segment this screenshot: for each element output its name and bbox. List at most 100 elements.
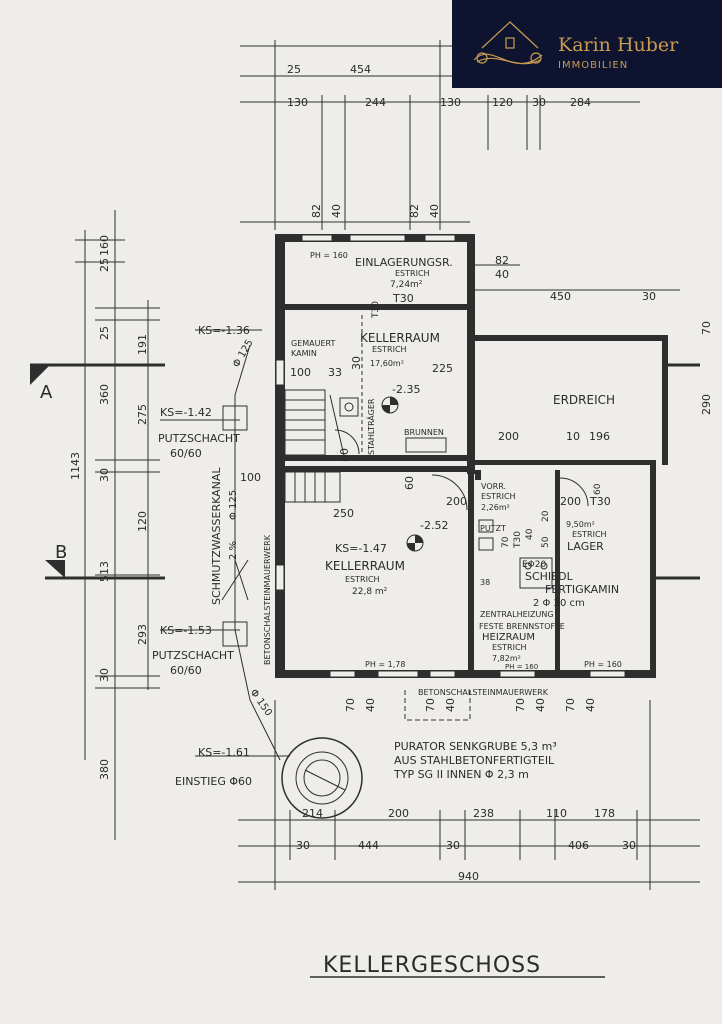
room-keller2-name: KELLERRAUM xyxy=(325,559,405,573)
label-betonwall: BETONSCHALSTEINMAUERWERK xyxy=(418,688,549,697)
dim-left-160: 160 xyxy=(98,235,111,256)
fertigkamin-box xyxy=(519,557,553,589)
dim-inner-250: 250 xyxy=(333,507,354,520)
dim-right-40: 40 xyxy=(495,268,509,281)
label-brunnen: BRUNNEN xyxy=(404,428,444,437)
label-purator-2: AUS STAHLBETONFERTIGTEIL xyxy=(394,754,555,767)
dim-inner-225: 225 xyxy=(432,362,453,375)
label-ks136: KS=-1.36 xyxy=(198,324,250,337)
house-logo-icon xyxy=(473,21,543,65)
dim-top2-0: 130 xyxy=(287,96,308,109)
t30-lager: T30 xyxy=(589,495,611,508)
label-t30-heiz: T30 xyxy=(513,531,523,549)
dim-left-1143: 1143 xyxy=(69,452,82,480)
dim-top3-3: 40 xyxy=(428,204,441,218)
dim-bottom3: 940 xyxy=(458,870,479,883)
room-keller1-floor: ESTRICH xyxy=(372,345,407,354)
label-kamin-size: 2 Φ 20 cm xyxy=(533,598,585,609)
ph-keller2: PH = 1,78 xyxy=(365,660,405,669)
dim-left-380: 380 xyxy=(98,759,111,780)
level-k2: -2.52 xyxy=(420,519,448,532)
ph-lager: PH = 160 xyxy=(584,660,622,669)
putzschacht-1 xyxy=(222,405,248,431)
dim-left-191: 191 xyxy=(136,334,149,355)
staircase xyxy=(284,389,346,503)
dim-top2-4: 30 xyxy=(532,96,546,109)
label-m50: 50 xyxy=(541,536,551,548)
section-marker-a xyxy=(30,363,165,385)
room-einlagerung-floor: ESTRICH xyxy=(395,269,430,278)
room-lager-floor: ESTRICH xyxy=(572,530,607,539)
brunnen xyxy=(405,437,447,453)
room-heiz-floor: ESTRICH xyxy=(492,643,527,652)
label-kamin: KAMIN xyxy=(291,349,317,358)
label-gemauert: GEMAUERT xyxy=(291,339,336,348)
label-ks142: KS=-1.42 xyxy=(160,406,212,419)
room-heiz-feste: FESTE BRENNSTOFFE xyxy=(479,622,565,631)
dim-inner-200c: 200 xyxy=(560,495,581,508)
kamin-shaft xyxy=(339,397,359,417)
purator-senkgrube xyxy=(281,737,363,819)
dim-bottom1-0: 214 xyxy=(302,807,323,820)
room-heiz-zent: ZENTRALHEIZUNG xyxy=(480,610,554,619)
door-swing-keller xyxy=(334,429,360,455)
room-lager-name: LAGER xyxy=(567,540,604,553)
dim-inner-80: 80 xyxy=(338,448,351,462)
room-einlagerung-area: 7,24m² xyxy=(390,280,423,290)
dim-bottom1-3: 110 xyxy=(546,807,567,820)
logo-banner: Karin Huber IMMOBILIEN xyxy=(452,0,722,88)
label-purator-1: PURATOR SENKGRUBE 5,3 m³ xyxy=(394,740,557,753)
room-einlagerung-name: EINLAGERUNGSR. xyxy=(355,256,453,269)
page-title: KELLERGESCHOSS xyxy=(323,953,541,978)
walls xyxy=(275,234,668,678)
fixture xyxy=(478,519,494,533)
label-putzt: PUTZT xyxy=(480,524,506,533)
section-marker-b xyxy=(45,560,165,580)
room-erdreich-name: ERDREICH xyxy=(553,393,615,407)
dim-inner-60: 60 xyxy=(403,476,416,490)
room-heiz-name: HEIZRAUM xyxy=(482,632,535,643)
label-m40: 40 xyxy=(525,528,535,540)
kamin-flue xyxy=(344,402,354,412)
dim-top1-1: 454 xyxy=(350,63,371,76)
dim-left-30a: 30 xyxy=(98,468,111,482)
label-betonwall-left: BETONSCHALSTEINMAUERWERK xyxy=(263,534,272,665)
level-marker-k2 xyxy=(406,534,424,552)
level-k1: -2.35 xyxy=(392,383,420,396)
label-putzschacht2: PUTZSCHACHT xyxy=(152,649,234,662)
dim-top2-1: 244 xyxy=(365,96,386,109)
label-fertigkamin: FERTIGKAMIN xyxy=(545,583,619,596)
dim-top2-3: 120 xyxy=(492,96,513,109)
dim-inner-10: 10 xyxy=(566,430,580,443)
room-keller1-name: KELLERRAUM xyxy=(360,331,440,345)
label-purator-3: TYP SG II INNEN Φ 2,3 m xyxy=(393,768,529,781)
dim-top1-0: 25 xyxy=(287,63,301,76)
dim-bottom1-4: 178 xyxy=(594,807,615,820)
level-marker-k1 xyxy=(381,396,399,414)
label-ks153: KS=-1.53 xyxy=(160,624,212,637)
dim-left-120: 120 xyxy=(136,511,149,532)
dim-left-513: 513 xyxy=(98,561,111,582)
dim-bottom2-2: 30 xyxy=(446,839,460,852)
label-putzschacht2-size: 60/60 xyxy=(170,664,202,677)
dim-vert-40b: 40 xyxy=(444,698,457,712)
room-lager-area: 9,50m² xyxy=(566,520,595,529)
dim-inner-100: 100 xyxy=(290,366,311,379)
dim-vert-40a: 40 xyxy=(364,698,377,712)
ph-heiz: PH = 160 xyxy=(505,663,538,671)
dim-inner-100b: 100 xyxy=(240,471,261,484)
label-section-a: A xyxy=(40,382,53,403)
dim-top2-5: 284 xyxy=(570,96,591,109)
label-e20: EΦ20 xyxy=(522,560,546,570)
dim-left-25a: 25 xyxy=(98,258,111,272)
dim-bottom2-1: 444 xyxy=(358,839,379,852)
ks-147: KS=-1.47 xyxy=(335,542,387,555)
dim-right-450: 450 xyxy=(550,290,571,303)
room-vorr-area: 2,26m² xyxy=(481,503,510,512)
betonwall-outline xyxy=(404,690,470,721)
dim-inner-200: 200 xyxy=(498,430,519,443)
logo-name: Karin Huber xyxy=(558,34,679,56)
dim-top2-2: 130 xyxy=(440,96,461,109)
dim-bottom2-3: 406 xyxy=(568,839,589,852)
